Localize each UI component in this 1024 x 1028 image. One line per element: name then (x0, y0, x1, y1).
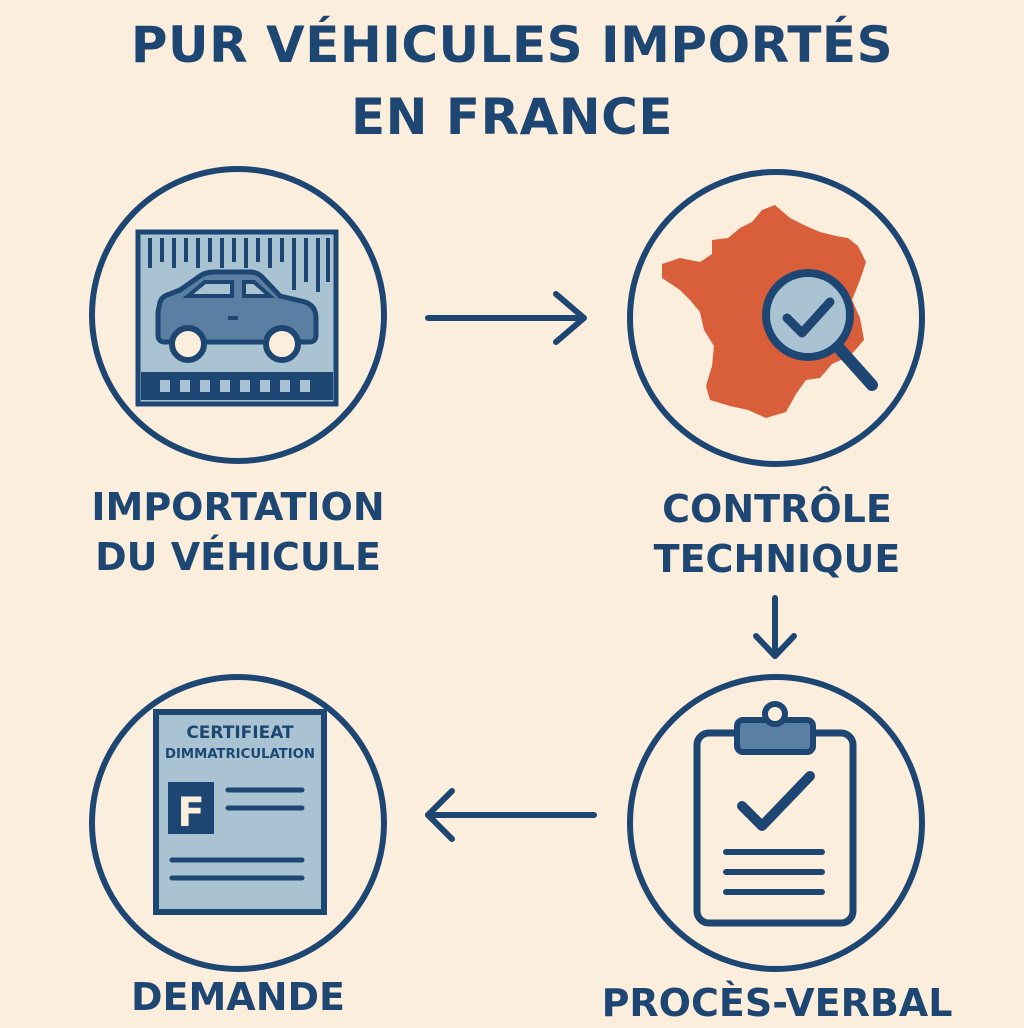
step-controle-label-line-1: CONTRÔLE (662, 487, 892, 531)
step-controle-label: CONTRÔLE TECHNIQUE (582, 484, 972, 584)
step-importation-label: IMPORTATION DU VÉHICULE (43, 482, 433, 582)
step-demande-circle (89, 674, 387, 972)
page-title-line-1: PUR VÉHICULES IMPORTÉS (130, 16, 894, 74)
certificate-title: CERTIFIEAT (186, 723, 294, 743)
car-in-garage-icon (135, 229, 339, 407)
step-demande-icon-group: CERTIFIEAT DIMMATRICULATION F (89, 674, 387, 972)
step-proces-verbal-icon-group (627, 674, 925, 972)
step-controle-icon-group (627, 169, 925, 467)
country-code-box (168, 782, 214, 834)
france-map-magnifier-icon (662, 205, 878, 418)
step-importation-circle (89, 166, 387, 464)
certificate-subtitle: DIMMATRICULATION (165, 747, 315, 762)
step-importation-label-line-2: DU VÉHICULE (95, 535, 381, 579)
country-code-letter: F (177, 790, 204, 836)
step-proces-verbal-label: PROCÈS-VERBAL (582, 978, 972, 1028)
clipboard-check-icon (693, 701, 857, 927)
arrow-left-icon (425, 788, 597, 842)
step-demande-label-line-1: DEMANDE (130, 975, 346, 1019)
step-demande-label: DEMANDE (43, 972, 433, 1022)
step-controle-label-line-2: TECHNIQUE (653, 537, 901, 581)
step-importation-label-line-1: IMPORTATION (91, 485, 385, 529)
step-proces-verbal-label-line-1: PROCÈS-VERBAL (601, 981, 953, 1025)
step-importation-icon-group (89, 166, 387, 464)
certificate-document-icon: CERTIFIEAT DIMMATRICULATION F (153, 709, 327, 915)
arrow-right-icon (425, 291, 587, 345)
arrow-down-icon (753, 595, 797, 659)
page-title-line-2: EN FRANCE (351, 88, 673, 146)
step-proces-verbal-circle (627, 674, 925, 972)
step-controle-circle (627, 169, 925, 467)
